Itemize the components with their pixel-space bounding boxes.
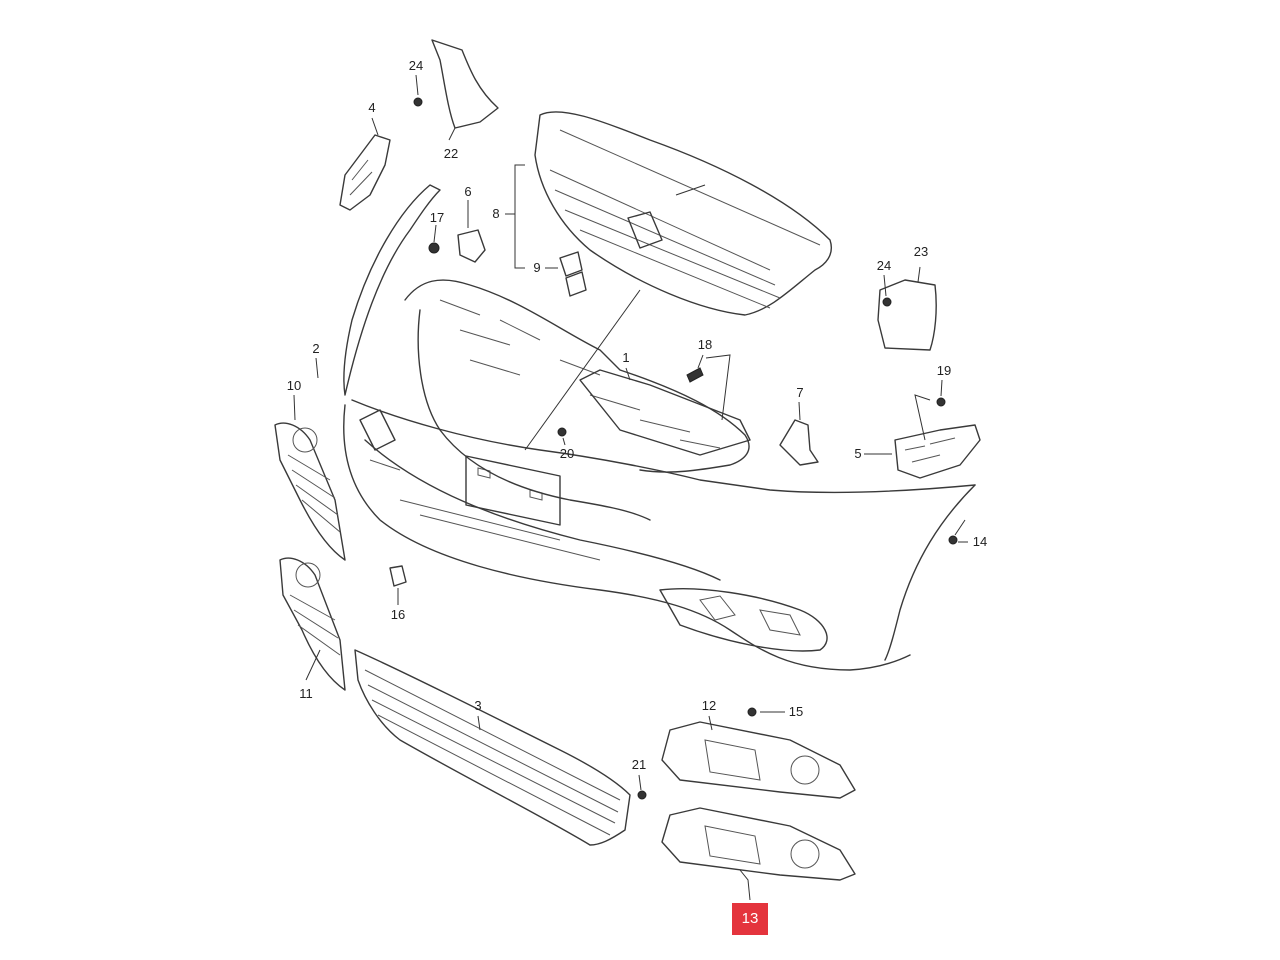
- part-label-11: 11: [299, 686, 313, 701]
- part-label-14: 14: [972, 534, 988, 549]
- clip-16: [389, 565, 407, 587]
- front-grille: [534, 111, 832, 316]
- part-label-19: 19: [936, 363, 952, 378]
- part-label-15: 15: [788, 704, 804, 719]
- part-label-10: 10: [286, 378, 302, 393]
- fog-cover-12: [661, 721, 856, 799]
- part-label-17: 17: [429, 210, 445, 225]
- part-label-9: 9: [533, 260, 541, 275]
- part-label-24-left: 24: [408, 58, 424, 73]
- part-label-1: 1: [622, 350, 630, 365]
- part-label-22: 22: [443, 146, 459, 161]
- emblem: [559, 251, 587, 297]
- side-grille-10: [274, 422, 346, 561]
- part-label-12: 12: [701, 698, 717, 713]
- part-label-3: 3: [474, 698, 482, 713]
- clip-6: [457, 229, 486, 263]
- splash-guard-right: [877, 279, 937, 351]
- fasteners: [413, 97, 958, 800]
- part-label-13-highlighted[interactable]: 13: [732, 903, 768, 935]
- part-label-8: 8: [492, 206, 500, 221]
- leader-lines: [293, 74, 968, 901]
- part-label-23: 23: [913, 244, 929, 259]
- part-label-7: 7: [796, 385, 804, 400]
- part-label-20: 20: [559, 446, 575, 461]
- bumper-reinforcement: [404, 279, 751, 521]
- part-label-6: 6: [464, 184, 472, 199]
- part-label-16: 16: [390, 607, 406, 622]
- bracket-left: [339, 134, 391, 211]
- part-label-5: 5: [854, 446, 862, 461]
- part-label-18: 18: [697, 337, 713, 352]
- bracket-right: [894, 424, 981, 479]
- lower-grille: [354, 649, 631, 846]
- part-label-2: 2: [312, 341, 320, 356]
- part-label-21: 21: [631, 757, 647, 772]
- bracket-7: [779, 419, 819, 466]
- part-label-4: 4: [368, 100, 376, 115]
- side-grille-11: [279, 557, 346, 691]
- splash-guard-left: [431, 39, 499, 129]
- fog-cover-13: [661, 807, 856, 881]
- part-label-24-right: 24: [876, 258, 892, 273]
